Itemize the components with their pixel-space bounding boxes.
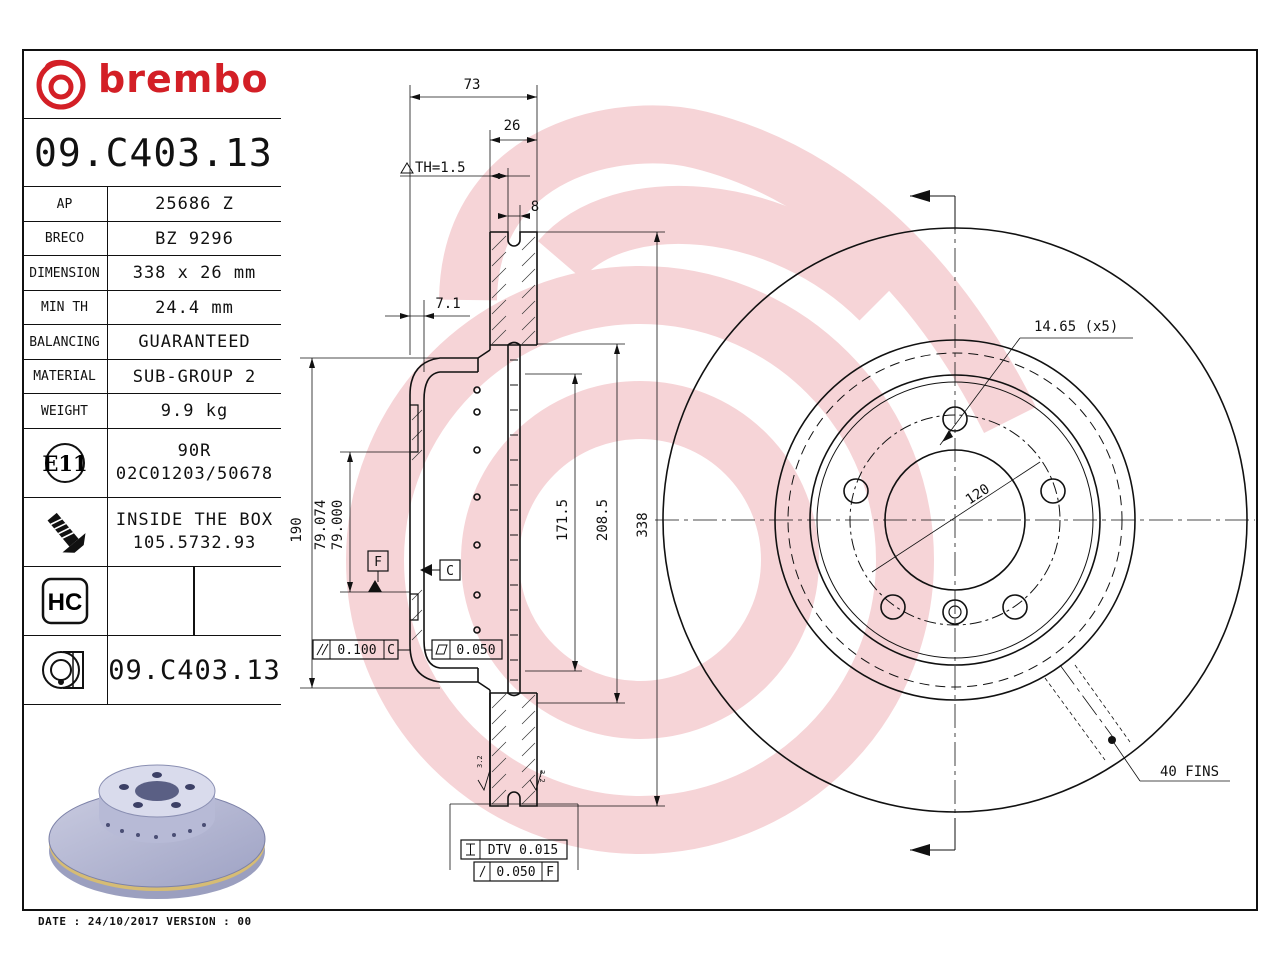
approval-mark: E11: [42, 451, 87, 476]
dim-th: TH=1.5: [415, 160, 466, 176]
dim-8: 8: [531, 199, 539, 215]
disc-icon-cell: [22, 636, 108, 704]
dim-190: 190: [289, 517, 305, 542]
approval-mark-cell: E11: [22, 429, 108, 497]
spec-label: MIN TH: [22, 291, 108, 324]
datum-c: C: [446, 564, 454, 579]
dim-208-5: 208.5: [595, 499, 611, 541]
approval-line1: 90R: [177, 441, 212, 461]
disc-render-image: [48, 764, 266, 899]
part-number: 09.C403.13: [34, 131, 273, 175]
approval-row: E11 90R 02C01203/50678: [22, 429, 281, 498]
tol-parallel-ref: C: [387, 643, 395, 658]
dim-pcd: 120: [963, 481, 993, 508]
part-number-repeat-row: 09.C403.13: [22, 636, 281, 705]
brand-name: brembo: [98, 57, 269, 101]
roughness-left: 3.2: [476, 755, 484, 768]
spec-value: 9.9 kg: [160, 401, 229, 421]
spec-row-ap: AP 25686 Z: [22, 187, 281, 222]
dim-79-074: 79.074: [313, 500, 329, 551]
dim-26: 26: [504, 118, 521, 134]
spec-label: DIMENSION: [22, 256, 108, 290]
disc-profile-icon: [41, 651, 84, 689]
e-mark-icon: E11: [42, 443, 87, 483]
dim-171-5: 171.5: [555, 499, 571, 541]
section-view: [409, 231, 538, 807]
dim-73: 73: [464, 77, 481, 93]
screw-icon: [47, 512, 85, 553]
spec-value: BZ 9296: [155, 228, 234, 249]
dim-7-1: 7.1: [435, 296, 460, 312]
brembo-logo-icon: [36, 59, 86, 110]
runout-tolerance: 0.050: [496, 865, 535, 880]
spec-row-weight: WEIGHT 9.9 kg: [22, 394, 281, 429]
spec-value: 338 x 26 mm: [132, 263, 257, 283]
drawing-frame: [22, 49, 1258, 911]
tol-parallel: 0.100: [337, 643, 376, 658]
spec-row-material: MATERIAL SUB-GROUP 2: [22, 360, 281, 394]
hardware-values: INSIDE THE BOX 105.5732.93: [108, 498, 281, 566]
spec-label: WEIGHT: [22, 394, 108, 428]
dtv-tolerance: DTV 0.015: [488, 843, 558, 858]
datum-f: F: [374, 555, 382, 570]
hardware-line2: 105.5732.93: [132, 533, 257, 553]
spec-value: 24.4 mm: [155, 297, 234, 318]
runout-ref: F: [546, 865, 554, 880]
coating-row: HC: [22, 567, 281, 636]
part-number-repeat: 09.C403.13: [108, 654, 281, 686]
spec-row-breco: BRECO BZ 9296: [22, 222, 281, 256]
dim-79-000: 79.000: [330, 500, 346, 551]
title-block: brembo 09.C403.13 AP 25686 Z BRECO BZ 92…: [22, 49, 281, 911]
spec-label: AP: [22, 187, 108, 221]
roughness-right: 3.2: [538, 770, 546, 783]
spec-row-balancing: BALANCING GUARANTEED: [22, 325, 281, 360]
part-number-row: 09.C403.13: [22, 119, 281, 187]
hardware-line1: INSIDE THE BOX: [115, 510, 274, 530]
spec-value: 25686 Z: [155, 194, 234, 214]
approval-values: 90R 02C01203/50678: [108, 429, 281, 497]
footer-date-version: DATE : 24/10/2017 VERSION : 00: [38, 915, 252, 928]
hardware-icon-cell: [22, 498, 108, 566]
spec-value: GUARANTEED: [138, 332, 251, 352]
hardware-row: INSIDE THE BOX 105.5732.93: [22, 498, 281, 567]
tol-flatness: 0.050: [456, 643, 495, 658]
coating-icon-cell: HC: [22, 567, 108, 635]
spec-row-min-th: MIN TH 24.4 mm: [22, 291, 281, 325]
spec-label: BRECO: [22, 222, 108, 255]
dim-holes: 14.65 (x5): [1034, 319, 1118, 335]
fins-label: 40 FINS: [1160, 764, 1219, 780]
spec-label: MATERIAL: [22, 360, 108, 393]
spec-row-dimension: DIMENSION 338 x 26 mm: [22, 256, 281, 291]
coating-badge: HC: [47, 589, 82, 616]
hc-badge-icon: HC: [41, 577, 88, 625]
spec-value: SUB-GROUP 2: [132, 366, 257, 387]
spec-label: BALANCING: [22, 325, 108, 359]
approval-line2: 02C01203/50678: [115, 464, 274, 484]
dim-338: 338: [635, 512, 651, 537]
coating-divider: [193, 567, 195, 635]
brand-logo: brembo: [22, 49, 281, 119]
